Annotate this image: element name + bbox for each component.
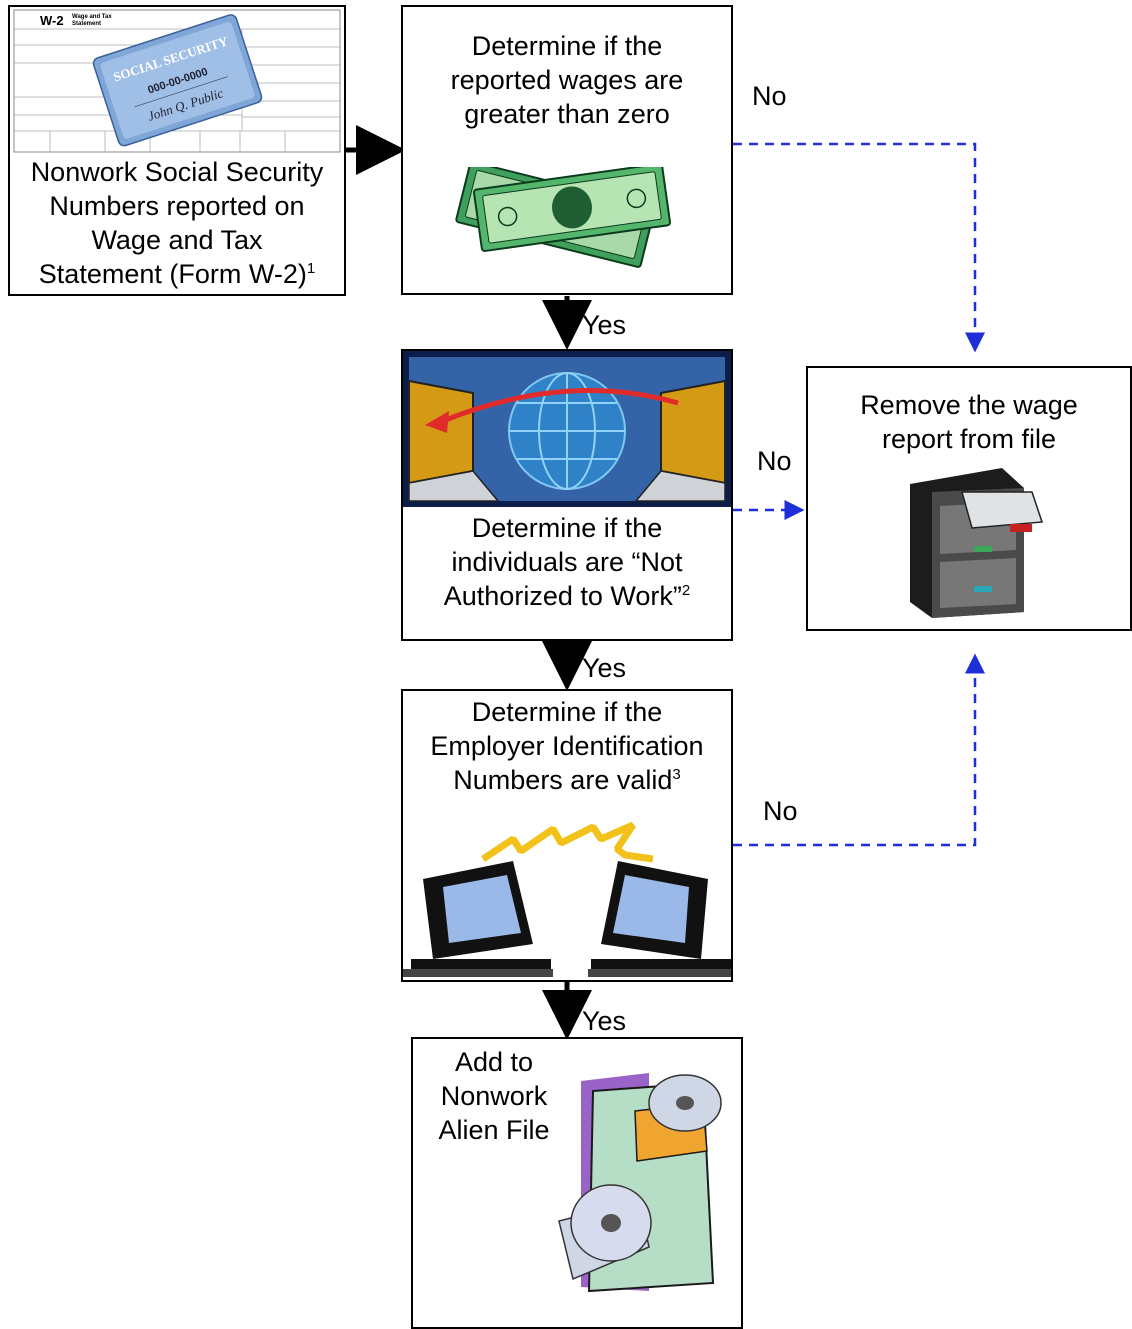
step-ein-line2: Employer Identification (430, 731, 704, 761)
add-line1: Add to (454, 1047, 534, 1077)
w2-caption-line3: Wage and Tax (91, 225, 263, 255)
w2-form-illustration: W-2 Wage and Tax Statement SOCIAL SECURI… (13, 9, 341, 153)
w2-caption-line4-row: Statement (Form W-2)1 (10, 257, 344, 291)
add-text: Add to Nonwork Alien File (419, 1045, 569, 1147)
network-transfer-icon (403, 351, 731, 507)
step-ein-line3: Numbers are valid (453, 765, 673, 795)
edge-label-no-2: No (757, 446, 792, 476)
step-wages-box: Determine if the reported wages are grea… (401, 5, 733, 295)
cd-drive-icon (558, 1073, 722, 1293)
edge-label-yes-2: Yes (582, 653, 627, 683)
step-wages-text: Determine if the reported wages are grea… (403, 29, 731, 131)
footnote-3: 3 (672, 766, 681, 783)
edge-label-yes-1: Yes (582, 310, 627, 340)
step-authorized-line3-row: Authorized to Work”2 (403, 579, 731, 613)
w2-source-box: W-2 Wage and Tax Statement SOCIAL SECURI… (8, 5, 346, 296)
step-authorized-box: Determine if the individuals are “Not Au… (401, 349, 733, 641)
w2-form-subtitle-2: Statement (72, 21, 101, 27)
step-authorized-text: Determine if the individuals are “Not Au… (403, 511, 731, 613)
remove-wage-report-box: Remove the wage report from file (806, 366, 1132, 631)
remove-text: Remove the wage report from file (808, 388, 1130, 456)
arrow-no-3 (733, 653, 985, 847)
arrow-no-1 (733, 142, 985, 353)
w2-caption-line1: Nonwork Social Security (30, 157, 324, 187)
w2-caption: Nonwork Social Security Numbers reported… (10, 155, 344, 291)
w2-caption-line4: Statement (Form W-2) (38, 259, 307, 289)
step-wages-line3: greater than zero (464, 99, 670, 129)
add-alien-file-box: Add to Nonwork Alien File (411, 1037, 743, 1329)
step-wages-line2: reported wages are (450, 65, 684, 95)
w2-caption-line2: Numbers reported on (49, 191, 305, 221)
step-ein-line3-row: Numbers are valid3 (403, 763, 731, 797)
edge-label-no-3: No (763, 796, 798, 826)
step-authorized-line2: individuals are “Not (451, 547, 683, 577)
remove-line2: report from file (881, 424, 1057, 454)
edge-label-no-1: No (752, 81, 787, 111)
add-line3: Alien File (438, 1115, 550, 1145)
money-icon (455, 167, 672, 268)
add-line2: Nonwork (440, 1081, 548, 1111)
edge-label-yes-3: Yes (582, 1006, 627, 1036)
social-security-card-icon: SOCIAL SECURITY 000-00-0000 John Q. Publ… (92, 14, 263, 147)
step-authorized-line1: Determine if the (471, 513, 663, 543)
footnote-2: 2 (681, 582, 691, 599)
connected-computers-icon (403, 821, 731, 977)
remove-line1: Remove the wage (860, 390, 1078, 420)
w2-form-title: W-2 (40, 13, 64, 28)
step-ein-text: Determine if the Employer Identification… (403, 695, 731, 797)
step-authorized-line3: Authorized to Work” (443, 581, 682, 611)
step-ein-box: Determine if the Employer Identification… (401, 689, 733, 982)
footnote-1: 1 (306, 260, 316, 277)
step-ein-line1: Determine if the (471, 697, 663, 727)
step-wages-line1: Determine if the (471, 31, 663, 61)
w2-form-subtitle-1: Wage and Tax (72, 14, 112, 20)
file-cabinet-icon (910, 468, 1044, 618)
